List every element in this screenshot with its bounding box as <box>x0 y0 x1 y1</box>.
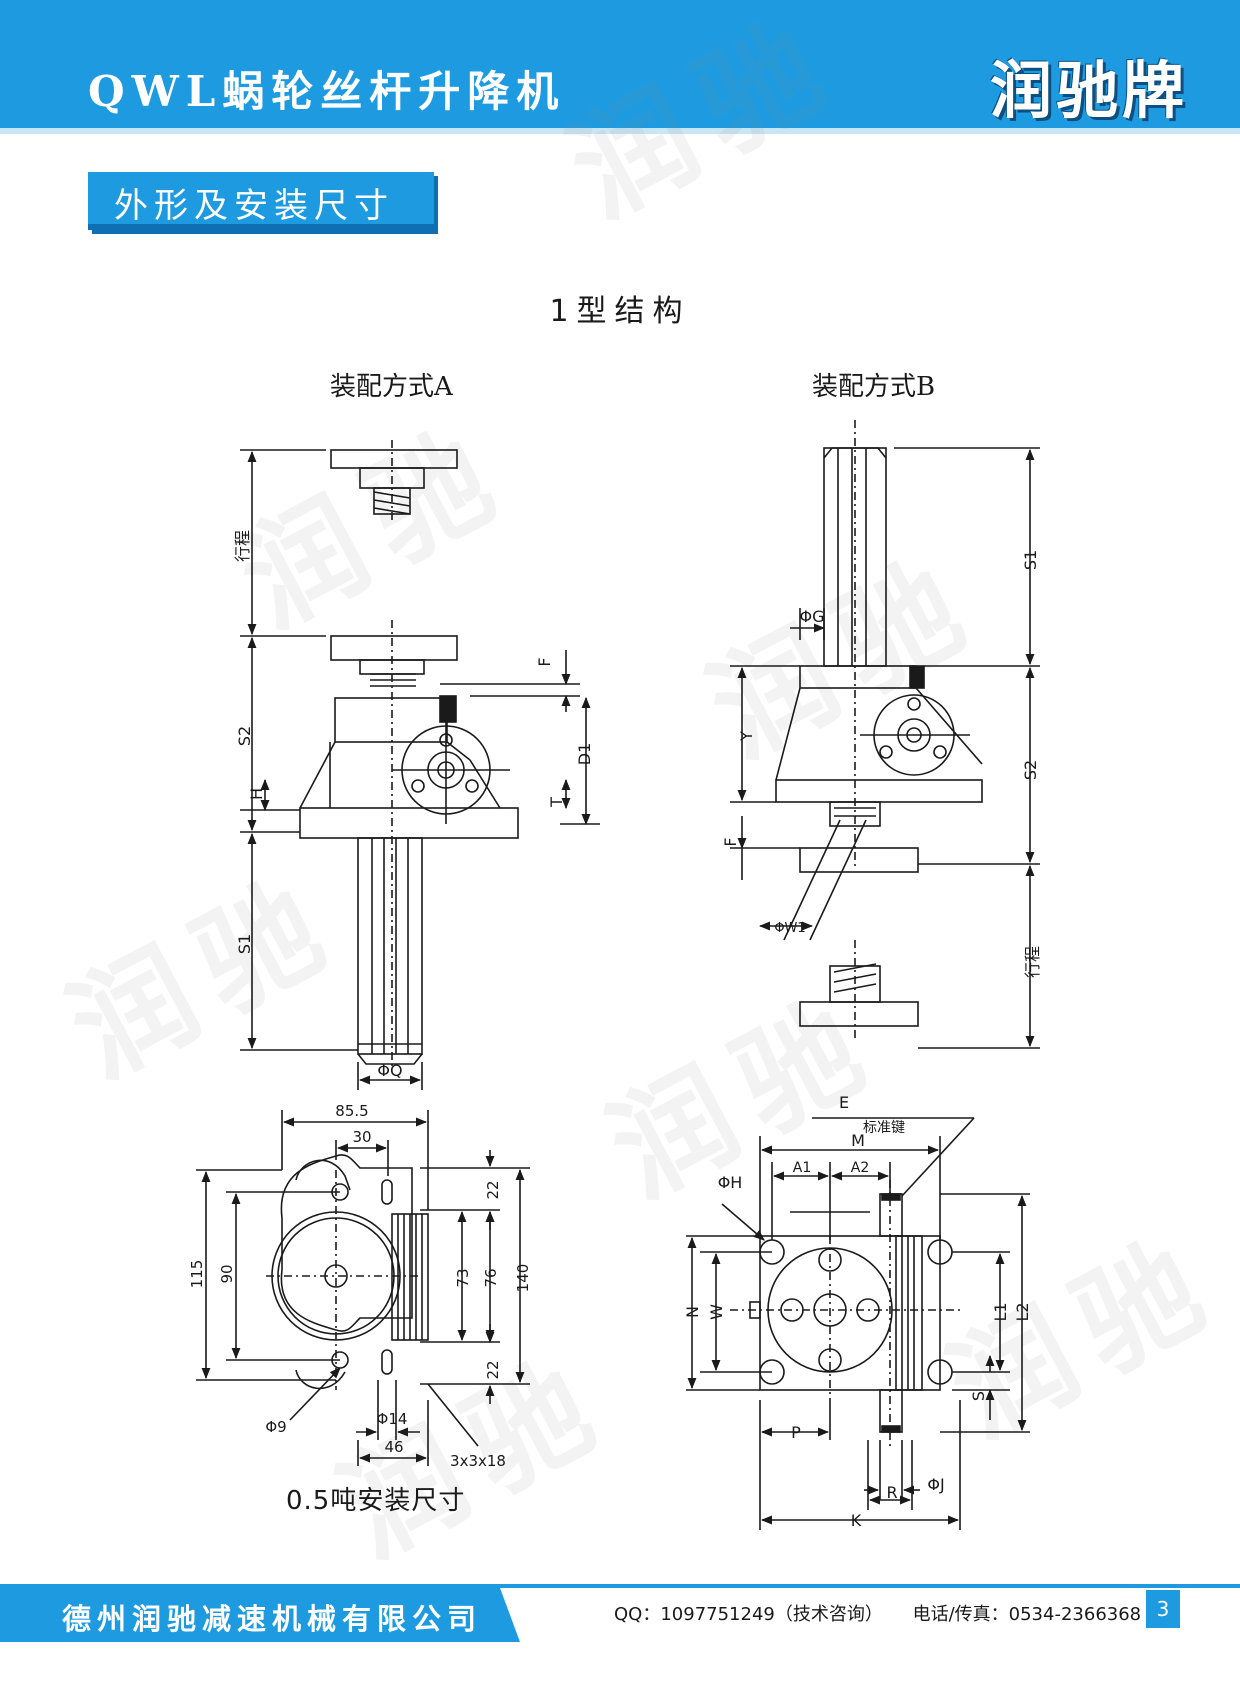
mounting-caption: 0.5吨安装尺寸 <box>286 1486 466 1516</box>
structure-subtitle: 1型结构 <box>549 294 691 329</box>
r-label: R <box>886 1483 897 1502</box>
s2-label-a: S2 <box>235 726 254 746</box>
dim-30: 30 <box>352 1128 371 1146</box>
footer-company-tab: 德州润驰减速机械有限公司 <box>0 1588 520 1642</box>
key-size-label: 3x3x18 <box>450 1452 506 1470</box>
standard-key-label: 标准键 <box>863 1120 905 1136</box>
product-title: QWL蜗轮丝杆升降机 <box>88 67 566 116</box>
phi-j-label: ΦJ <box>927 1475 944 1494</box>
phi-g-label-b: ΦG <box>800 607 825 626</box>
n-label: N <box>683 1306 702 1318</box>
f-label-a: F <box>535 657 554 666</box>
dim-76: 76 <box>482 1268 500 1287</box>
section-title-box: 外形及安装尺寸 <box>88 172 434 230</box>
d1-label-a: D1 <box>575 743 594 766</box>
phi-q-label-a: ΦQ <box>377 1061 402 1080</box>
top-view-drawing <box>686 1117 1030 1530</box>
brand-name: 润驰牌 <box>989 54 1188 127</box>
assembly-b-label: 装配方式B <box>812 372 936 402</box>
dim-73: 73 <box>454 1268 472 1287</box>
k-label: K <box>851 1511 862 1530</box>
company-name: 德州润驰减速机械有限公司 <box>62 1602 483 1636</box>
s1-label-b: S1 <box>1021 550 1040 570</box>
w-label: W <box>707 1304 726 1320</box>
m-label: M <box>851 1131 865 1150</box>
a1-label: A1 <box>793 1160 811 1176</box>
p-label: P <box>791 1423 801 1442</box>
h-label-a: H <box>247 788 266 800</box>
dim-115: 115 <box>188 1260 206 1289</box>
phi-h-label: ΦH <box>718 1173 743 1192</box>
dim-90: 90 <box>218 1264 236 1283</box>
assembly-b-drawing <box>730 420 1040 1049</box>
e-label: E <box>839 1093 849 1112</box>
phi9-label: Φ9 <box>265 1418 286 1436</box>
dim-140: 140 <box>514 1264 532 1293</box>
t-label-a: T <box>547 797 566 808</box>
assembly-a-label: 装配方式A <box>330 372 453 402</box>
mounting-05t-drawing <box>196 1110 530 1466</box>
a2-label: A2 <box>851 1160 869 1176</box>
s1-label-a: S1 <box>235 934 254 954</box>
contact-info: QQ：1097751249（技术咨询） 电话/传真：0534-2366368 <box>614 1600 1165 1626</box>
s2-label-b: S2 <box>1021 760 1040 780</box>
phi-w1-label-b: ΦW1 <box>774 921 805 936</box>
y-label-b: Y <box>737 731 756 742</box>
dim-46: 46 <box>384 1438 403 1456</box>
s-label: S <box>969 1391 988 1401</box>
dim-85-5: 85.5 <box>335 1102 368 1120</box>
phone-contact: 电话/传真：0534-2366368 <box>912 1604 1142 1625</box>
footer-line <box>0 1584 1240 1588</box>
header-divider <box>0 128 1240 134</box>
dim-22-bottom: 22 <box>484 1360 502 1379</box>
phi14-label: Φ14 <box>377 1410 408 1428</box>
assembly-a-drawing <box>240 440 600 1090</box>
header-bar: QWL蜗轮丝杆升降机 润驰牌 <box>0 0 1240 128</box>
f-label-b: F <box>721 837 740 846</box>
l2-label: L2 <box>1013 1302 1032 1321</box>
page-number: 3 <box>1146 1590 1180 1628</box>
section-title: 外形及安装尺寸 <box>114 186 394 226</box>
dim-22-top: 22 <box>484 1180 502 1199</box>
stroke-label-b: 行程 <box>1023 946 1042 978</box>
l1-label: L1 <box>991 1302 1010 1321</box>
stroke-label-a: 行程 <box>233 530 252 562</box>
qq-contact: QQ：1097751249（技术咨询） <box>614 1604 883 1625</box>
